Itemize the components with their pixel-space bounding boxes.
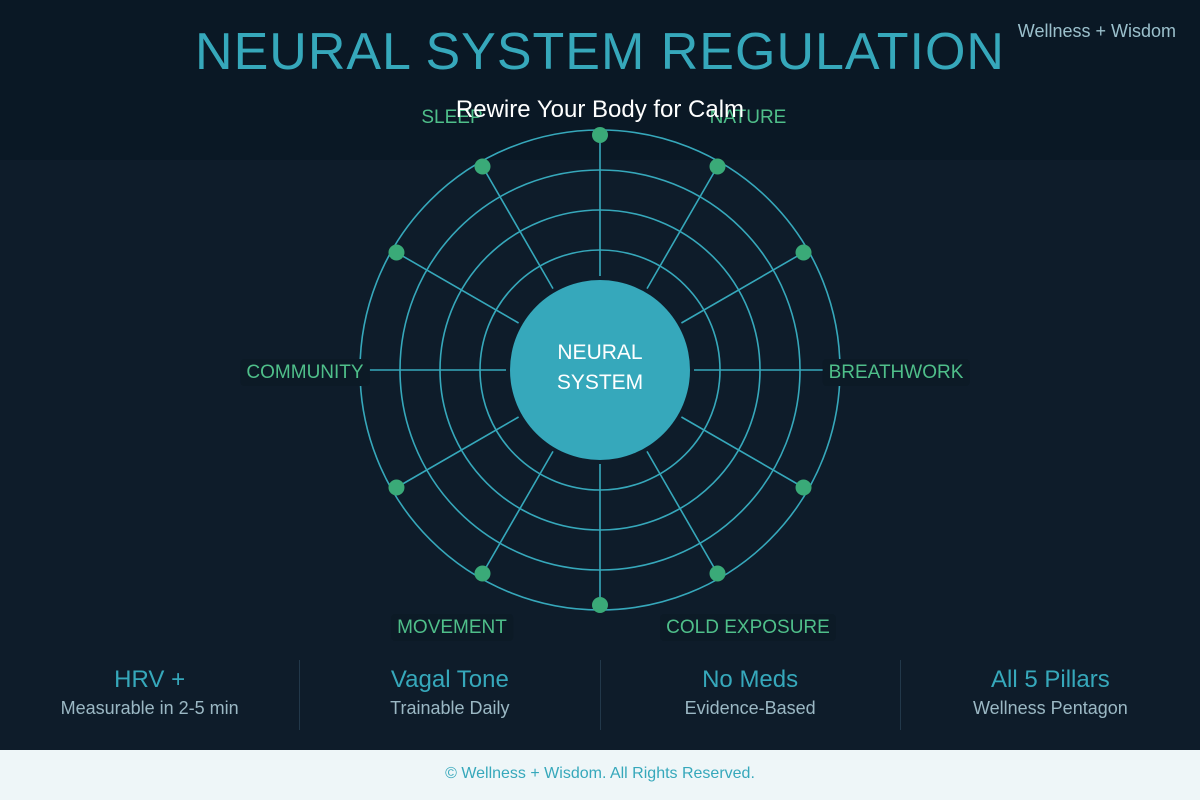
pillar-label-breathwork: BREATHWORK [822, 359, 970, 386]
stats-row: HRV + Measurable in 2-5 min Vagal Tone T… [0, 660, 1200, 730]
pillar-label-text: SLEEP [421, 107, 482, 128]
node-dot [795, 244, 812, 261]
stat-all-pillars: All 5 Pillars Wellness Pentagon [901, 660, 1200, 730]
pillar-label-text: COMMUNITY [246, 362, 363, 383]
spoke [646, 161, 721, 289]
spoke [681, 249, 809, 324]
node-dot [474, 565, 491, 582]
node-dot [388, 479, 405, 496]
page-subtitle: Rewire Your Body for Calm [455, 96, 745, 123]
pillar-label-cold-exposure: COLD EXPOSURE [660, 614, 836, 641]
stat-title: Vagal Tone [390, 666, 509, 693]
spoke [681, 416, 809, 491]
stat-title: No Meds [702, 666, 799, 693]
pillar-label-community: COMMUNITY [240, 359, 370, 386]
stat-hrv: HRV + Measurable in 2-5 min [0, 660, 301, 730]
node-dot [592, 127, 608, 143]
stat-subtitle: Measurable in 2-5 min [60, 698, 239, 718]
stat-subtitle: Trainable Daily [390, 698, 510, 718]
stat-vagal-tone: Vagal Tone Trainable Daily [300, 660, 601, 730]
stat-subtitle: Evidence-Based [684, 698, 816, 718]
spoke [391, 249, 519, 324]
stat-no-meds: No Meds Evidence-Based [601, 660, 901, 730]
pillar-label-sleep: SLEEP [421, 107, 482, 128]
pillar-label-text: COLD EXPOSURE [666, 617, 830, 638]
center-label-line1: NEURAL [557, 341, 642, 364]
node-dot [474, 158, 491, 175]
node-dot [709, 158, 726, 175]
node-dot [709, 565, 726, 582]
stat-subtitle: Wellness Pentagon [972, 698, 1128, 718]
pillar-label-bg [822, 359, 970, 386]
stat-title: All 5 Pillars [991, 666, 1110, 693]
spoke [391, 416, 519, 491]
pillar-labels: SLEEP NATURE BREATHWORK COLD EXPOSURE MOVEME… [240, 107, 970, 641]
center-circle [510, 280, 690, 460]
spoke [646, 451, 721, 579]
node-dot [795, 479, 812, 496]
footer: © Wellness + Wisdom. All Rights Reserved… [0, 750, 1200, 800]
brand-label: Wellness + Wisdom [1017, 21, 1176, 41]
pillar-label-bg [240, 359, 370, 386]
node-dot [388, 244, 405, 261]
spoke [479, 451, 554, 579]
node-dot [592, 597, 608, 613]
pillar-label-bg [391, 614, 514, 641]
radial-spokes [360, 130, 840, 610]
pillar-label-text: MOVEMENT [397, 617, 507, 638]
center-label-line2: SYSTEM [557, 371, 643, 394]
outer-nodes [388, 127, 812, 613]
spoke [479, 161, 554, 289]
pillar-label-text: BREATHWORK [829, 362, 964, 383]
page-title: NEURAL SYSTEM REGULATION [195, 23, 1005, 81]
stat-title: HRV + [114, 666, 186, 693]
pillar-label-bg [660, 614, 836, 641]
pillar-label-text: NATURE [710, 107, 787, 128]
pillar-label-nature: NATURE [710, 107, 787, 128]
pillar-label-movement: MOVEMENT [391, 614, 514, 641]
